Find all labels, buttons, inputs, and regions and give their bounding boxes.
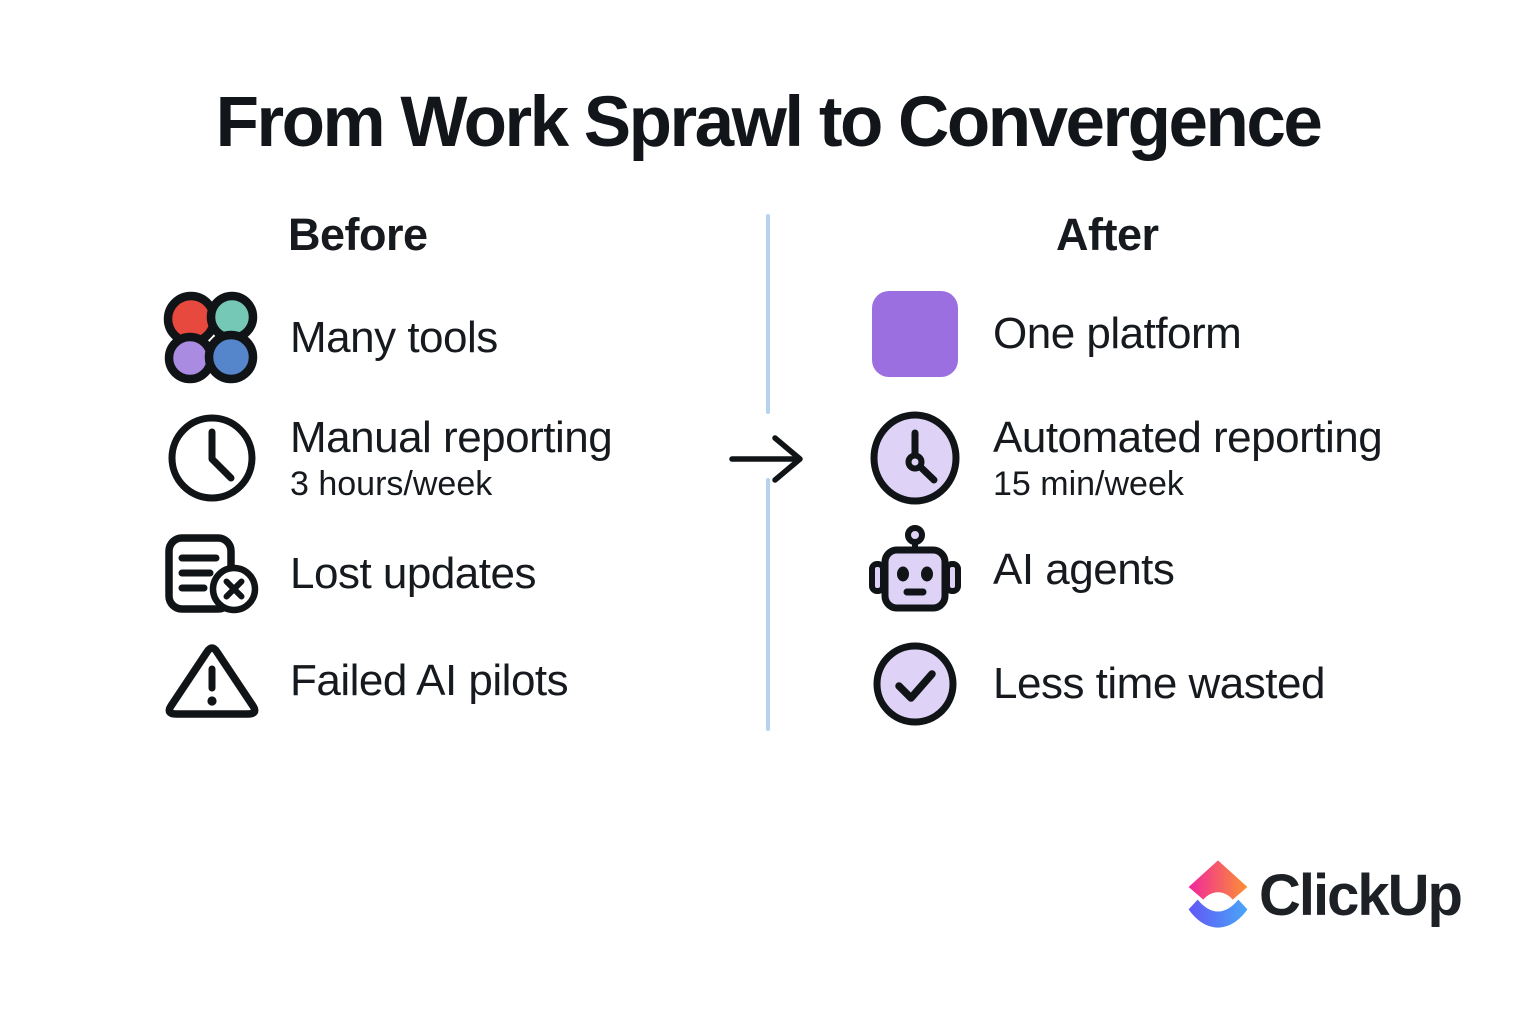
- item-subtext: 15 min/week: [993, 464, 1184, 503]
- platform-square-icon: [864, 291, 966, 377]
- robot-icon: [864, 521, 966, 619]
- divider-line-bottom: [766, 478, 770, 731]
- list-item: One platform: [864, 291, 1242, 377]
- item-subtext: 3 hours/week: [290, 464, 493, 503]
- list-item: Manual reporting 3 hours/week: [161, 408, 613, 508]
- after-column-heading: After: [1056, 209, 1159, 260]
- item-label: Failed AI pilots: [290, 656, 569, 706]
- warning-triangle-icon: [161, 643, 263, 719]
- divider-line-top: [766, 214, 770, 414]
- clock-icon: [161, 410, 263, 506]
- clickup-logo-mark: [1183, 856, 1253, 932]
- check-circle-icon: [864, 642, 966, 726]
- list-item: Lost updates: [161, 534, 536, 614]
- list-item: AI agents: [864, 521, 1175, 619]
- lost-document-icon: [161, 534, 263, 614]
- before-column-heading: Before: [288, 209, 428, 260]
- item-label: Lost updates: [290, 549, 536, 599]
- item-label: Manual reporting: [290, 412, 613, 462]
- item-label: Automated reporting: [993, 412, 1383, 462]
- right-arrow-icon: [729, 430, 813, 488]
- item-label: One platform: [993, 309, 1242, 359]
- list-item: Many tools: [161, 290, 498, 386]
- item-label: Less time wasted: [993, 659, 1325, 709]
- clickup-wordmark: ClickUp: [1259, 863, 1463, 928]
- many-tools-icon: [161, 291, 263, 385]
- item-label: Many tools: [290, 313, 498, 363]
- list-item: Failed AI pilots: [161, 642, 569, 720]
- list-item: Automated reporting 15 min/week: [864, 409, 1383, 507]
- list-item: Less time wasted: [864, 642, 1325, 726]
- item-label: AI agents: [993, 545, 1175, 595]
- clock-icon: [864, 410, 966, 506]
- page-title: From Work Sprawl to Convergence: [215, 83, 1323, 162]
